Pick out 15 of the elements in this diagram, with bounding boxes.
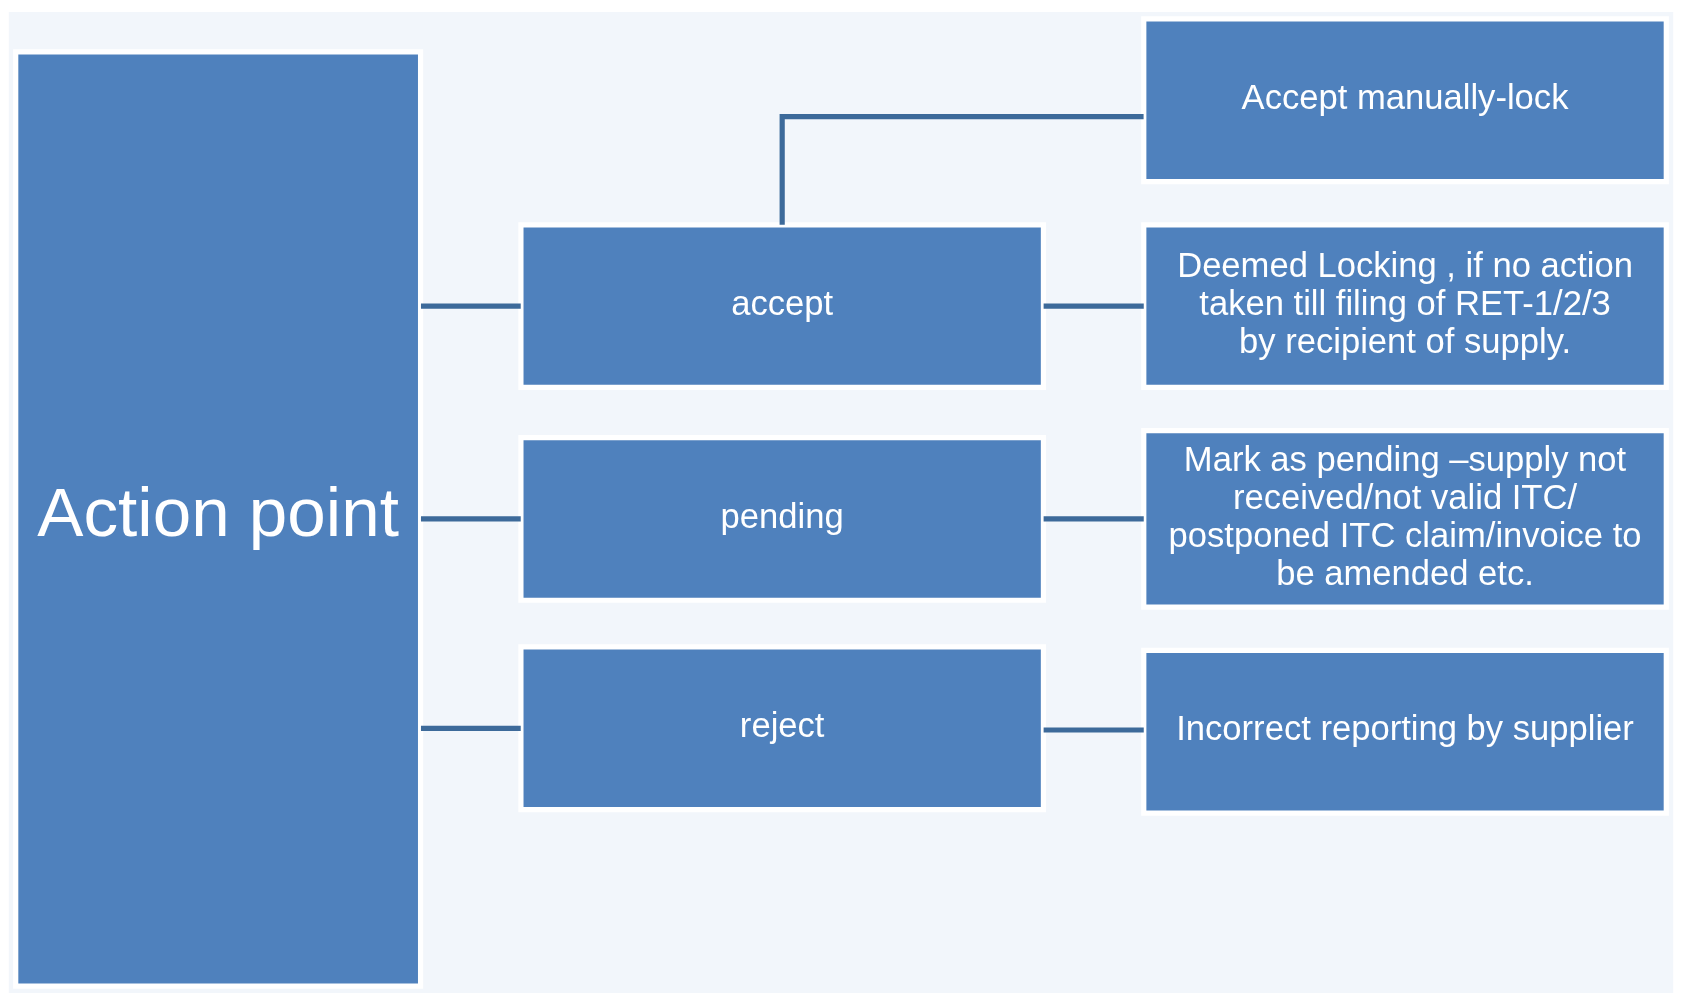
node-box: accept <box>518 221 1047 390</box>
connector <box>1043 303 1144 309</box>
node-box: reject <box>518 643 1047 812</box>
node-box: pending <box>518 434 1047 603</box>
connector <box>420 303 521 309</box>
connector <box>420 725 521 731</box>
connector <box>420 515 521 522</box>
node-box: Action point <box>13 48 424 989</box>
node-box: Deemed Locking , if no action taken till filing of RET-1/2/3 by recipient of supply. <box>1141 221 1669 390</box>
connector <box>1043 726 1144 733</box>
connector <box>1043 515 1144 522</box>
node-box: Accept manually-lock <box>1141 15 1669 184</box>
node-box: Mark as pending –supply not received/not valid ITC/ postponed ITC claim/invoice to be amended etc. <box>1141 427 1669 610</box>
connector <box>779 113 1144 225</box>
node-box: Incorrect reporting by supplier <box>1141 647 1669 816</box>
